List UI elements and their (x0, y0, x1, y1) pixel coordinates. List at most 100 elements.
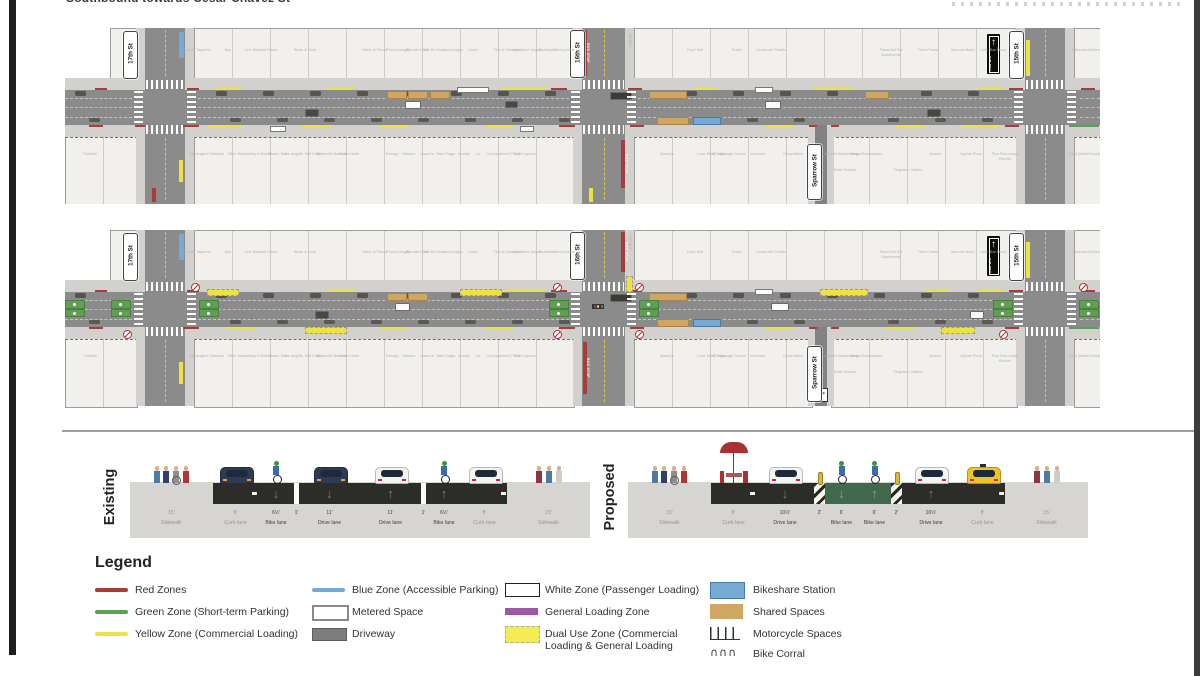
city-block (634, 28, 1018, 80)
cyclist-wheel (838, 475, 847, 484)
business-name: Groundfloor (782, 152, 804, 156)
vehicle-icon (765, 100, 781, 109)
business-name: Black & Gold (294, 250, 316, 254)
business-name: Plaza Del Sol Apartments (879, 48, 903, 57)
person-icon (1044, 466, 1049, 471)
lane-line (65, 117, 132, 118)
red-curb-zone (89, 124, 103, 128)
car-windshield (921, 470, 943, 477)
bike-glyph-dot (647, 303, 650, 307)
street-label-callout: Sparrow St (807, 144, 822, 200)
car-windshield (319, 470, 342, 477)
bike-glyph-dot (557, 303, 560, 307)
crosswalk (1067, 91, 1076, 124)
parked-car-icon (686, 293, 697, 298)
yellow-curb-zone (327, 289, 355, 293)
vehicle-icon (505, 100, 518, 108)
viewer-left-edge (9, 0, 16, 655)
business-name: Bao (224, 250, 232, 254)
cross-street-centerline (165, 138, 166, 200)
crosswalk (187, 91, 196, 124)
red-curb-zone (1005, 124, 1019, 128)
parked-car-icon (512, 117, 523, 123)
crosswalk (583, 125, 624, 134)
red-curb-zone (809, 124, 817, 128)
white-zone (520, 125, 534, 132)
business-name: Mission (402, 152, 416, 156)
yellow-curb-zone (977, 289, 1003, 293)
south-sidewalk (634, 125, 808, 137)
red-curb-zone (628, 289, 642, 293)
city-block (1074, 339, 1100, 408)
dual-use-zone (305, 326, 347, 334)
red-curb-zone (831, 326, 839, 330)
yellow-curb-zone (485, 326, 513, 330)
cyclist-wheel (272, 475, 282, 484)
crosswalk (583, 79, 624, 89)
business-name: Bao (224, 48, 232, 52)
business-name: Curtis Hotel (339, 354, 359, 358)
parked-car-icon (498, 293, 509, 298)
city-block (65, 339, 138, 408)
lane-surface-curb-lane (711, 483, 756, 504)
city-block (1074, 230, 1100, 282)
lane-width-label: 11' (387, 510, 394, 516)
lane-width-label: 15' (666, 510, 673, 516)
parked-car-icon (921, 293, 932, 298)
lane-width-label: 6½' (272, 510, 280, 516)
car-windshield (474, 470, 497, 477)
city-block (634, 339, 813, 408)
cross-street-centerline (1045, 232, 1046, 278)
city-block (194, 230, 575, 282)
car-light (222, 478, 227, 481)
lane-width-label: 6½' (440, 510, 448, 516)
car-icon (915, 467, 949, 484)
legend-swatch-line-yellow (95, 632, 128, 636)
signal-dot (600, 305, 603, 308)
business-name: T-Mobile (82, 354, 98, 358)
legend-swatch-box-dual (505, 626, 540, 643)
lane-width-label: 11' (326, 510, 333, 516)
street-name-label: 17th St (127, 43, 134, 64)
legend-swatch-corral: ∩∩∩ (710, 646, 738, 659)
business-name: Stonemill Matcha (316, 152, 346, 156)
cross-street-centerline (603, 340, 605, 402)
lane-line (1080, 97, 1100, 99)
business-name: SF Massage School (712, 354, 746, 358)
car-light (471, 478, 476, 481)
bike-glyph-dot (1087, 303, 1090, 307)
parked-car-icon (733, 91, 744, 96)
car-light (942, 478, 946, 481)
city-block (634, 230, 1018, 282)
street-label-callout: 17th St (123, 233, 138, 281)
parked-car-icon (747, 319, 758, 325)
business-name: West of Pecos (362, 48, 388, 52)
business-name: Limón (467, 48, 479, 52)
car-icon (374, 467, 409, 484)
person-icon (183, 466, 188, 471)
bike-glyph-dot (1087, 311, 1090, 315)
person-body (153, 471, 160, 483)
shared-space-zone (649, 292, 687, 301)
red-curb-zone (187, 87, 199, 91)
lane-arrow-icon: ↓ (272, 486, 280, 501)
business-name: Poder (731, 250, 743, 254)
lane-name-label: Curb lane (473, 520, 496, 526)
business-name: Food Hall (686, 48, 704, 52)
legend-item-label: Driveway (352, 628, 396, 640)
parked-car-icon (794, 117, 805, 123)
bollard-icon (817, 472, 824, 485)
legend-swatch-box-metered (312, 605, 349, 621)
parked-car-icon (498, 91, 509, 96)
car-icon (769, 467, 803, 484)
yellow-curb-zone (379, 326, 407, 330)
yellow-curb-zone-vertical (1026, 40, 1030, 76)
lane-surface-drive-lane: ↑ (360, 483, 421, 504)
no-turn-icon (191, 283, 200, 292)
bikeshare-station-zone (693, 117, 721, 125)
parked-car-icon (686, 91, 697, 96)
business-name: Muddy (458, 354, 470, 358)
top-right-fineprint (952, 2, 1184, 6)
north-sidewalk (65, 78, 136, 90)
